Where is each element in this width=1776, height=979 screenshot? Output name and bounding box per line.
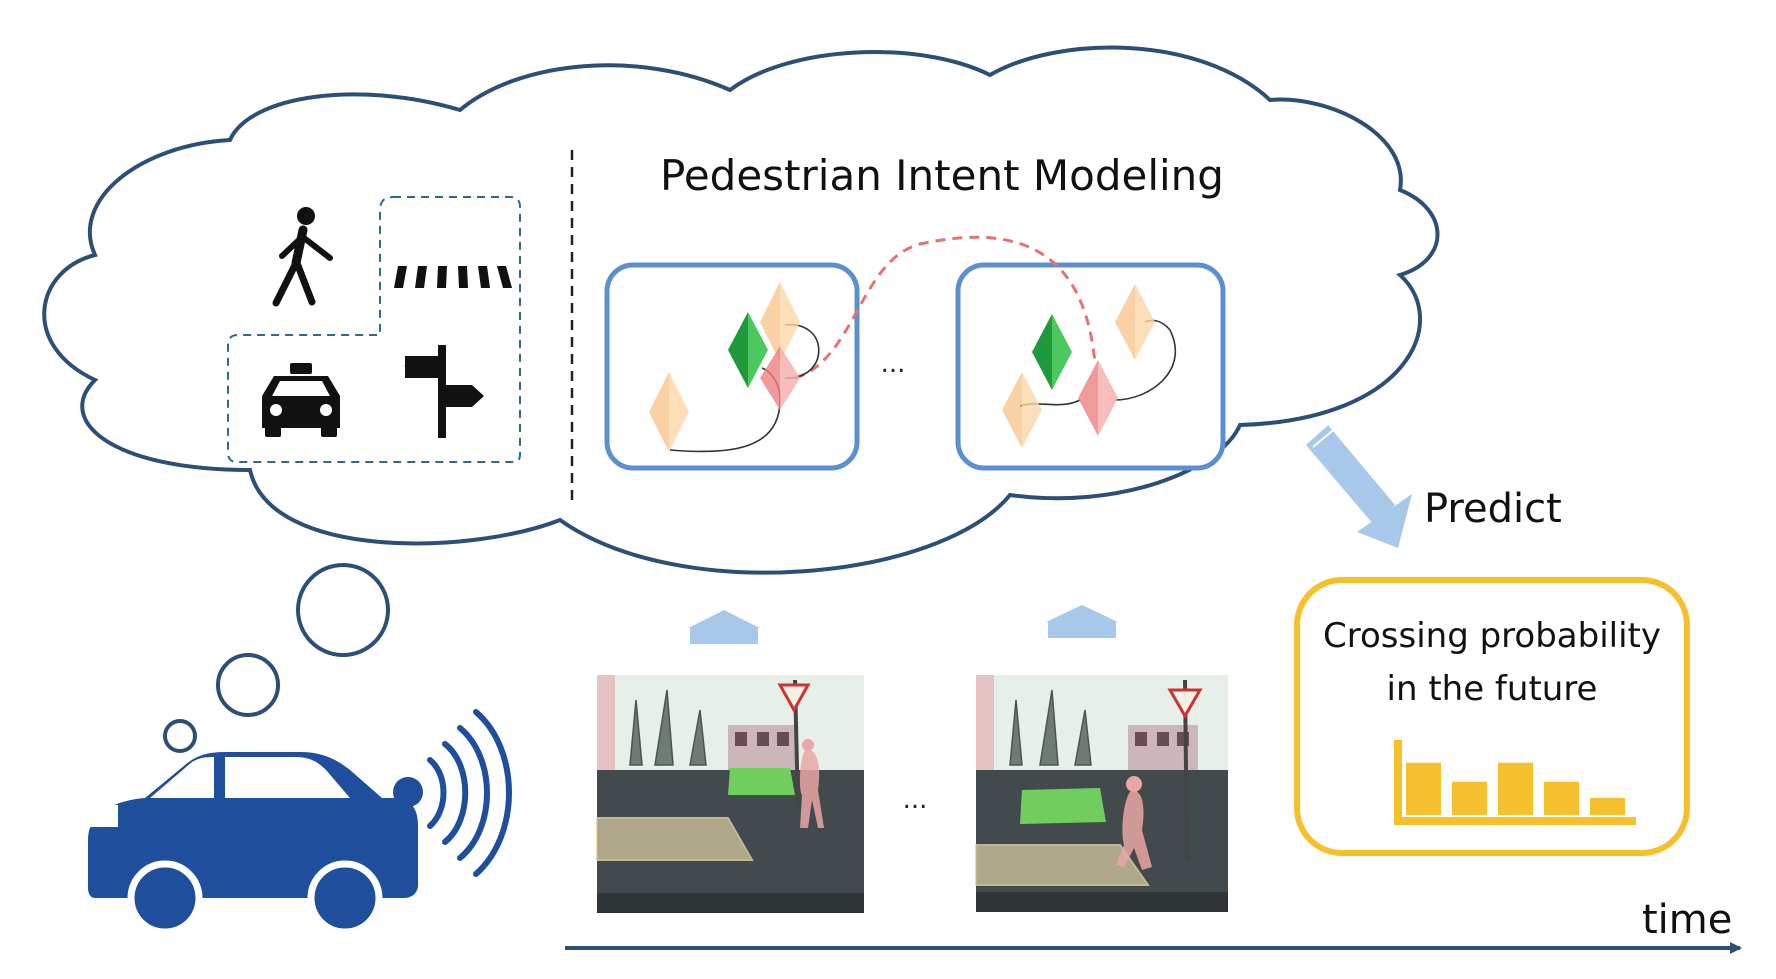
graph-node-green — [728, 312, 768, 388]
car-icon — [88, 752, 418, 936]
time-label: time — [1642, 897, 1732, 943]
frames-ellipsis: ... — [903, 785, 928, 815]
intent-graph-box-2 — [955, 262, 1226, 471]
graph-node-orange — [1002, 372, 1042, 448]
thought-bubble-medium — [216, 653, 280, 717]
graph-node-orange — [649, 372, 689, 452]
graph-node-red — [760, 346, 800, 410]
predict-arrow — [1306, 419, 1412, 548]
graph-node-red — [1078, 360, 1118, 436]
histogram-icon — [1394, 740, 1636, 825]
histogram-bar — [1544, 781, 1579, 815]
context-dashed-box — [227, 196, 521, 463]
intent-graph-box-1 — [604, 262, 860, 471]
up-arrow-1 — [688, 610, 760, 644]
output-line-1: Crossing probability — [1323, 616, 1661, 656]
temporal-edge — [794, 235, 1097, 380]
histogram-axis — [1394, 740, 1636, 825]
thought-bubble-small — [163, 719, 197, 753]
thought-bubble-large — [296, 563, 390, 657]
video-frame-2 — [975, 675, 1228, 912]
graph-1-nodes — [649, 282, 800, 452]
graph-node-orange — [760, 282, 800, 362]
graph-node-green — [1032, 314, 1072, 390]
wireless-signal-icon — [393, 709, 512, 877]
histogram-bar — [1452, 781, 1487, 815]
histogram-bar — [1406, 762, 1441, 815]
video-frame-1 — [596, 675, 864, 913]
histogram-bar — [1498, 762, 1533, 815]
histogram-bar — [1590, 797, 1625, 815]
pedestrian-icon — [272, 207, 333, 307]
signpost-icon — [404, 345, 484, 438]
graph-node-orange — [1115, 284, 1155, 360]
taxi-icon — [262, 363, 340, 437]
up-arrow-2 — [1046, 605, 1118, 638]
predict-label: Predict — [1424, 486, 1562, 532]
diagram-title: Pedestrian Intent Modeling — [660, 151, 1224, 200]
crosswalk-icon — [394, 266, 512, 288]
graph-2-nodes — [1002, 284, 1155, 448]
output-line-2: in the future — [1387, 669, 1598, 709]
graph-ellipsis: ... — [881, 349, 906, 379]
